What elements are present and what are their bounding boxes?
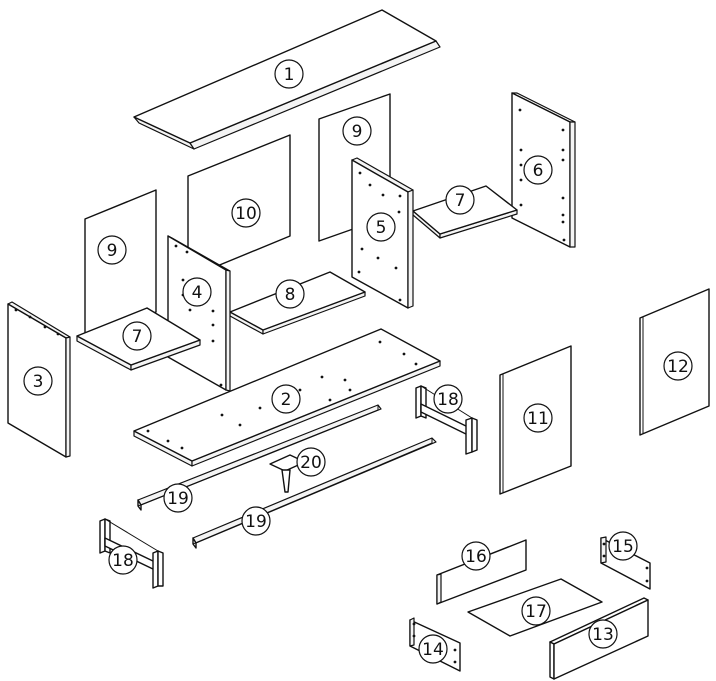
part-2-callout: 2 <box>271 384 301 414</box>
part-9a-back-panel <box>84 189 157 341</box>
part-17-number: 17 <box>525 602 547 622</box>
part-7b-callout-circle <box>445 185 475 215</box>
part-12-callout: 12 <box>663 351 693 381</box>
part-19a-callout: 19 <box>163 483 193 513</box>
part-10-callout: 10 <box>231 198 261 228</box>
part-6-number: 6 <box>533 161 544 181</box>
part-19a-number: 19 <box>167 489 189 509</box>
part-7b-callout: 7 <box>445 185 475 215</box>
part-20-callout-circle <box>296 447 326 477</box>
part-16-drawer-back <box>436 539 527 605</box>
part-20-leg <box>269 454 306 493</box>
part-20-number: 20 <box>300 453 322 473</box>
part-18b-callout-circle <box>108 545 138 575</box>
part-3-number: 3 <box>33 372 44 392</box>
part-14-callout-circle <box>418 634 448 664</box>
part-10-callout-circle <box>231 198 261 228</box>
part-17-callout: 17 <box>521 596 551 626</box>
part-11-number: 11 <box>527 409 549 429</box>
part-9a-callout-circle <box>97 235 127 265</box>
part-8-number: 8 <box>285 285 296 305</box>
part-5-callout-circle <box>366 212 396 242</box>
part-16-callout: 16 <box>461 541 491 571</box>
part-16-callout-circle <box>461 541 491 571</box>
part-4-callout-circle <box>182 277 212 307</box>
part-2-number: 2 <box>281 390 292 410</box>
part-18a-callout: 18 <box>433 384 463 414</box>
part-8-callout-circle <box>275 279 305 309</box>
part-11-callout-circle <box>523 403 553 433</box>
part-10-number: 10 <box>235 204 257 224</box>
part-15-callout-circle <box>608 531 638 561</box>
part-14-number: 14 <box>422 640 444 660</box>
part-2-callout-circle <box>271 384 301 414</box>
part-8-callout: 8 <box>275 279 305 309</box>
part-1-callout: 1 <box>274 59 304 89</box>
part-13-callout-circle <box>588 619 618 649</box>
part-13-callout: 13 <box>588 619 618 649</box>
part-14-callout: 14 <box>418 634 448 664</box>
part-18a-leg-frame <box>415 385 478 455</box>
part-18b-callout: 18 <box>108 545 138 575</box>
part-9a-number: 9 <box>107 241 118 261</box>
part-6-callout: 6 <box>523 155 553 185</box>
part-15-number: 15 <box>612 537 634 557</box>
part-9b-number: 9 <box>352 122 363 142</box>
part-4-callout: 4 <box>182 277 212 307</box>
part-7a-callout-circle <box>122 321 152 351</box>
part-1-callout-circle <box>274 59 304 89</box>
part-15-callout: 15 <box>608 531 638 561</box>
part-19b-callout: 19 <box>241 506 271 536</box>
part-17-callout-circle <box>521 596 551 626</box>
part-7a-number: 7 <box>132 327 143 347</box>
part-9b-callout-circle <box>342 116 372 146</box>
part-19a-callout-circle <box>163 483 193 513</box>
part-18b-number: 18 <box>112 551 134 571</box>
part-12-callout-circle <box>663 351 693 381</box>
part-16-number: 16 <box>465 547 487 567</box>
part-9b-callout: 9 <box>342 116 372 146</box>
part-13-number: 13 <box>592 625 614 645</box>
part-20-callout: 20 <box>296 447 326 477</box>
part-3-callout: 3 <box>23 366 53 396</box>
part-5-number: 5 <box>376 218 387 238</box>
part-1-number: 1 <box>284 65 295 85</box>
part-3-callout-circle <box>23 366 53 396</box>
part-9a-callout: 9 <box>97 235 127 265</box>
part-12-number: 12 <box>667 357 689 377</box>
part-5-callout: 5 <box>366 212 396 242</box>
part-7a-callout: 7 <box>122 321 152 351</box>
part-18a-number: 18 <box>437 390 459 410</box>
part-19b-callout-circle <box>241 506 271 536</box>
part-19b-number: 19 <box>245 512 267 532</box>
part-7b-number: 7 <box>455 191 466 211</box>
part-18a-callout-circle <box>433 384 463 414</box>
part-4-number: 4 <box>192 283 203 303</box>
part-6-callout-circle <box>523 155 553 185</box>
part-11-callout: 11 <box>523 403 553 433</box>
